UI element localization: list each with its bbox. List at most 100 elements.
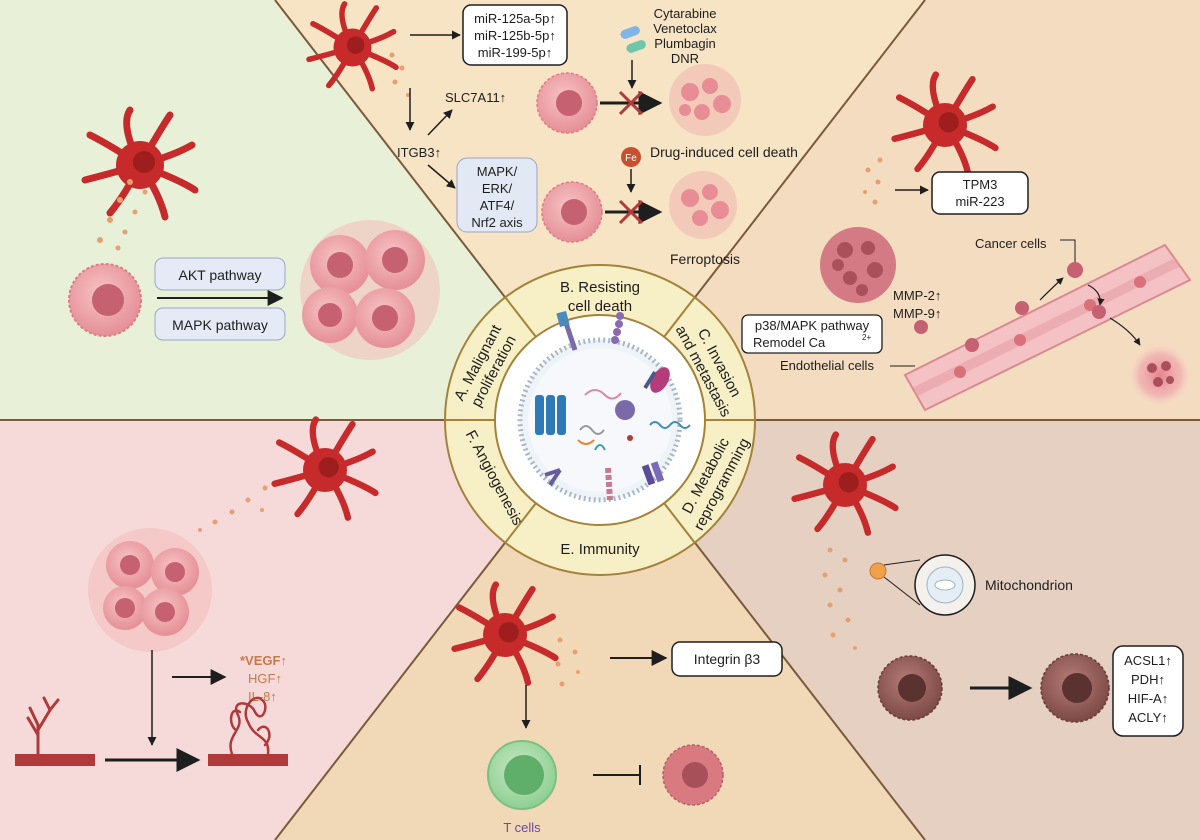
axis-label: MAPK/ [477,164,518,179]
drug-label: Cytarabine [654,6,717,21]
mirna-box [462,4,568,66]
primary-tumor-icon [820,227,896,303]
panel-c-invasion-metastasis: TPM3 miR-223 Cancer cells MMP-2↑ MMP-9↑ … [741,75,1192,412]
tumor-cell-icon [541,181,603,243]
angiogenic-vessel-icon [208,696,288,766]
blood-vessel-icon [903,243,1192,412]
p38-mapk-label: p38/MAPK pathway [755,318,870,333]
gene-label: HIF-A↑ [1128,691,1168,706]
tpm3-box [931,171,1029,215]
akt-pathway-box [154,257,286,291]
mitochondrion-zoom-icon [914,554,976,616]
iron-label: Fe [625,153,637,164]
axis-arrow [427,164,456,189]
ca-superscript: 2+ [862,333,871,342]
extravasated-cell-icon [1092,305,1106,319]
cancer-cells-label: Cancer cells [975,236,1047,251]
dying-cell-icon [669,64,741,136]
vesicle-dots [389,52,410,97]
circulating-cancer-cell-icon [1067,262,1083,278]
receptor-protein-icon [544,468,562,487]
cargo-dot-icon [627,435,633,441]
panel-e-background [275,420,925,840]
panel-f-background [0,420,600,840]
mmp9-label: MMP-9↑ [893,306,941,321]
cargo-protein-icon [615,400,635,420]
mapk-pathway-box [154,307,286,341]
endothelial-cells-label: Endothelial cells [780,358,874,373]
panel-d-metabolic-reprogramming: Mitochondrion ACSL1↑ PDH↑ HIF-A↑ ACLY↑ [795,435,1184,737]
vesicle-dots [198,485,268,532]
invading-cancer-cell-icon [914,320,928,334]
hgf-label: HGF↑ [248,671,282,686]
gene-label: ACSL1↑ [1124,653,1172,668]
membrane-protein-icon [643,367,670,393]
metastatic-colony-icon [1130,345,1190,405]
tumor-cell-icon [877,655,943,721]
vesicle-dots [555,637,580,687]
drug-induced-cell-death-label: Drug-induced cell death [650,144,798,160]
mmp2-label: MMP-2↑ [893,288,941,303]
itgb3-label: ITGB3↑ [397,145,441,160]
ring-dividers [445,296,755,544]
tumor-cell-icon [662,744,724,806]
proliferating-tumor-cluster-icon [300,220,440,360]
panel-b-resisting-cell-death: miR-125a-5p↑ miR-125b-5p↑ miR-199-5p↑ Cy… [309,4,798,267]
circulating-cancer-cell-icon [1015,301,1029,315]
reprogrammed-cell-icon [1040,653,1110,723]
gene-label: ACLY↑ [1128,710,1168,725]
tumor-cell-icon [536,72,598,134]
integrin-label: Integrin β3 [694,651,761,667]
axis-label: ATF4/ [480,198,515,213]
gene-label: PDH↑ [1131,672,1165,687]
exosome-icon [869,562,887,580]
colonization-arrow [1109,317,1141,346]
mir223-label: miR-223 [955,194,1004,209]
block-x-icon [618,90,644,116]
transmembrane-protein-icon [535,395,566,435]
panel-f-angiogenesis: *VEGF↑ HGF↑ IL-8↑ [15,420,375,772]
surface-receptor-icon [556,310,578,351]
slc7a11-arrow [427,109,453,136]
migration-arrow [1039,277,1064,301]
zoom-line [883,576,921,606]
axis-label: Nrf2 axis [471,215,523,230]
mapk-axis-box [456,157,538,233]
drug-label: Plumbagin [654,36,715,51]
ferroptosis-label: Ferroptosis [670,251,740,267]
integrin-protein-icon [605,467,613,501]
drug-pill-icons [620,26,646,53]
cancer-cells-leader [1060,239,1076,262]
axis-label: ERK/ [482,181,513,196]
t-cell-icon [487,740,557,810]
mirna-label: miR-199-5p↑ [478,45,552,60]
mapk-pathway-label: MAPK pathway [172,317,268,333]
p38-mapk-box [741,314,883,354]
circulating-cancer-cell-icon [965,338,979,352]
zoom-line [883,559,921,566]
il8-label: IL-8↑ [248,689,277,704]
panel-d-background [600,420,1200,840]
transporter-protein-icon [641,461,665,486]
exosome-illustration [517,310,691,503]
nucleic-acid-icon [577,389,691,451]
vesicle-dots [97,179,148,251]
panel-a-background [0,0,600,420]
sector-b-label: cell death [568,298,632,315]
metabolic-genes-box [1112,645,1184,737]
sector-b-label: B. Resisting [560,279,640,296]
iron-icon [621,147,641,167]
panel-e-immunity: Integrin β3 T cells [455,585,783,835]
mitochondrion-label: Mitochondrion [985,577,1073,593]
mirna-label: miR-125a-5p↑ [474,11,556,26]
mirna-label: miR-125b-5p↑ [474,28,556,43]
t-cells-label: T cells [503,820,541,835]
hallmarks-wheel: B. Resisting cell death E. Immunity A. M… [444,264,756,576]
tumor-cluster-icon [88,528,212,652]
drug-label: DNR [671,51,699,66]
vesicle-dots [822,547,857,650]
vegf-label: *VEGF↑ [240,653,287,668]
tumor-cell-icon [68,263,142,337]
